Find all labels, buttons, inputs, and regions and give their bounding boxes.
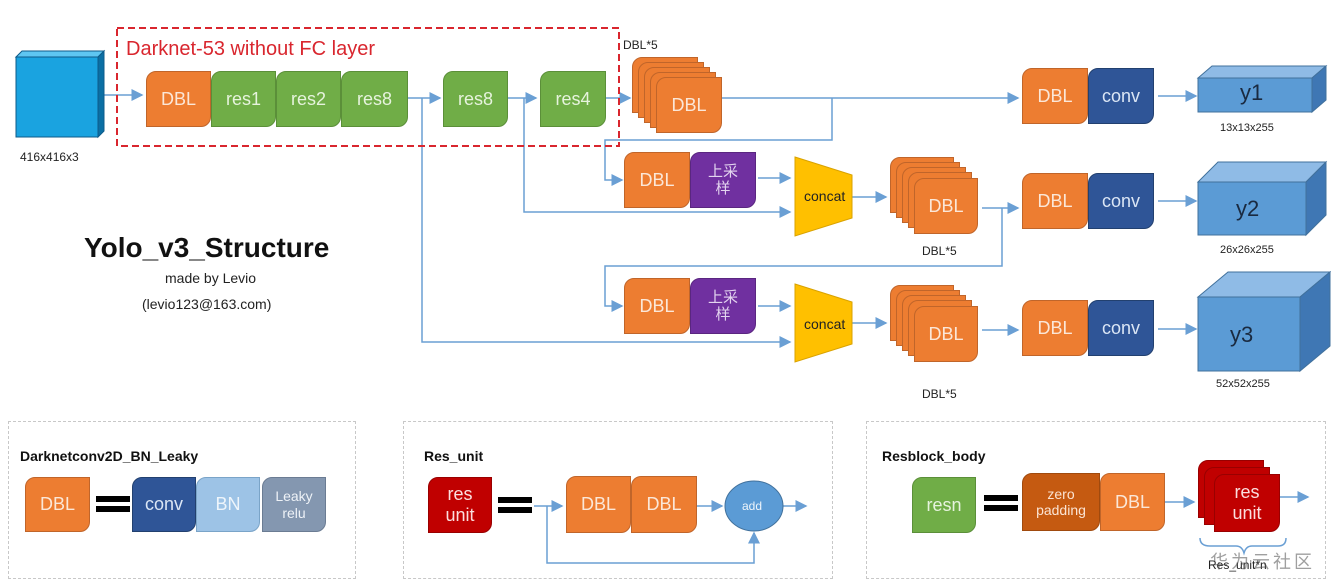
legend-dbl-leaky-relu: Leaky relu bbox=[262, 477, 326, 532]
legend-resblock-lhs: resn bbox=[912, 477, 976, 533]
output-y2-label: y2 bbox=[1236, 196, 1260, 221]
path-dbl5-branch2 bbox=[604, 98, 833, 186]
legend-resblock-equals bbox=[984, 495, 1018, 515]
branch2-dbl5: DBL bbox=[914, 178, 978, 234]
legend-res-unit-title: Res_unit bbox=[424, 448, 484, 464]
branch3-dbl: DBL bbox=[624, 278, 690, 334]
output-y1-label: y1 bbox=[1240, 80, 1264, 105]
head1-conv: conv bbox=[1088, 68, 1154, 124]
head3-dbl: DBL bbox=[1022, 300, 1088, 356]
legend-dbl-equals bbox=[96, 496, 130, 516]
legend-dbl-bn: BN bbox=[196, 477, 260, 532]
output-cube-y1 bbox=[1196, 64, 1328, 114]
legend-dbl-box bbox=[8, 421, 356, 579]
output-y3-label: y3 bbox=[1230, 322, 1254, 347]
legend-dbl-lhs: DBL bbox=[25, 477, 90, 532]
concat3-label: concat bbox=[804, 316, 846, 332]
output-y1-size: 13x13x255 bbox=[1220, 122, 1274, 134]
output-cube-y2 bbox=[1196, 160, 1328, 237]
dbl5-top-block: DBL bbox=[656, 77, 722, 133]
email-line: (levio123@163.com) bbox=[142, 296, 272, 312]
dbl5-top-caption: DBL*5 bbox=[623, 38, 658, 52]
block-res4: res4 bbox=[540, 71, 606, 127]
backbone-title: Darknet-53 without FC layer bbox=[126, 38, 375, 60]
concat2-label: concat bbox=[804, 188, 846, 204]
output-cube-y3 bbox=[1196, 270, 1331, 373]
legend-res-unit-dbl-2: DBL bbox=[631, 476, 697, 533]
legend-resblock-zero-padding: zero padding bbox=[1022, 473, 1100, 531]
add-circle bbox=[724, 480, 784, 532]
legend-dbl-conv: conv bbox=[132, 477, 196, 532]
head1-dbl: DBL bbox=[1022, 68, 1088, 124]
legend-dbl-title: Darknetconv2D_BN_Leaky bbox=[20, 448, 199, 464]
legend-resblock-res-unit: res unit bbox=[1214, 474, 1280, 532]
legend-res-unit-box bbox=[403, 421, 833, 579]
path-dbl5b-branch3 bbox=[604, 208, 1003, 312]
legend-resblock-dbl: DBL bbox=[1100, 473, 1165, 531]
path-res4-concat2 bbox=[523, 98, 792, 218]
head2-conv: conv bbox=[1088, 173, 1154, 229]
branch2-dbl: DBL bbox=[624, 152, 690, 208]
path-res8-concat3 bbox=[421, 98, 792, 348]
branch2-upsample: 上采 样 bbox=[690, 152, 756, 208]
concat-shape-3 bbox=[794, 283, 853, 363]
backbone-boundary bbox=[116, 27, 620, 147]
legend-res-unit-equals bbox=[498, 497, 532, 517]
legend-add-label: add bbox=[742, 499, 763, 513]
author-line: made by Levio bbox=[165, 270, 257, 286]
block-res8: res8 bbox=[443, 71, 508, 127]
backbone-block-res8: res8 bbox=[341, 71, 408, 127]
branch2-dbl5-caption: DBL*5 bbox=[922, 244, 957, 258]
input-size-label: 416x416x3 bbox=[20, 150, 79, 164]
legend-res-unit-lhs: res unit bbox=[428, 477, 492, 533]
branch3-dbl5-caption: DBL*5 bbox=[922, 387, 957, 401]
head3-conv: conv bbox=[1088, 300, 1154, 356]
legend-res-unit-dbl-1: DBL bbox=[566, 476, 631, 533]
input-cube bbox=[14, 49, 106, 139]
legend-resblock-brace-label: Res_unit*n bbox=[1208, 558, 1267, 572]
legend-resblock-title: Resblock_body bbox=[882, 448, 986, 464]
branch3-dbl5: DBL bbox=[914, 306, 978, 362]
backbone-block-res2: res2 bbox=[276, 71, 341, 127]
head2-dbl: DBL bbox=[1022, 173, 1088, 229]
watermark: 华为云社区 bbox=[1210, 552, 1315, 572]
concat-shape-2 bbox=[794, 156, 853, 237]
legend-resblock-box bbox=[866, 421, 1326, 579]
backbone-block-res1: res1 bbox=[211, 71, 276, 127]
branch3-upsample: 上采 样 bbox=[690, 278, 756, 334]
diagram-title: Yolo_v3_Structure bbox=[84, 232, 330, 263]
output-y3-size: 52x52x255 bbox=[1216, 378, 1270, 390]
output-y2-size: 26x26x255 bbox=[1220, 244, 1274, 256]
backbone-block-dbl: DBL bbox=[146, 71, 211, 127]
